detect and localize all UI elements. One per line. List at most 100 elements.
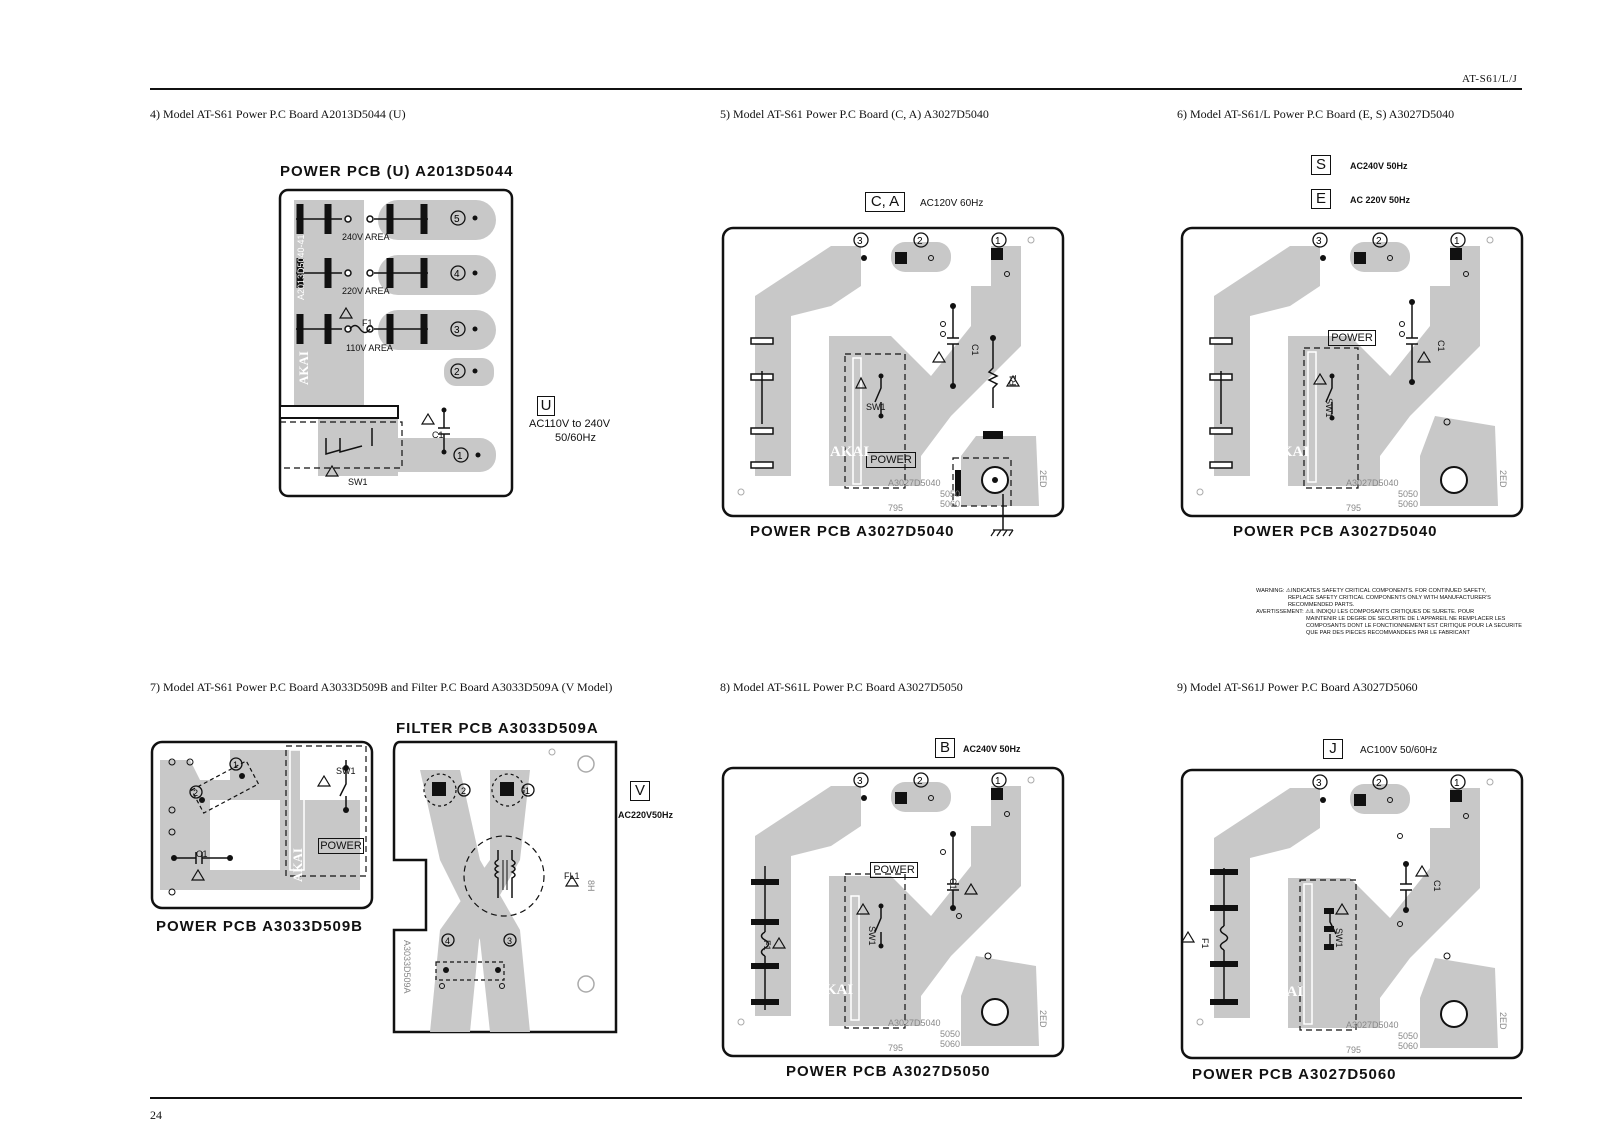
board7-switch-area (285, 745, 367, 877)
board7-filter-diagram: 2 1 4 3 (392, 740, 618, 1034)
board8-model-code-box: B (935, 738, 955, 758)
board5-resistor (987, 338, 999, 408)
board7-filter-label: FL1 (564, 871, 580, 881)
board6-pad-2 (1350, 242, 1410, 272)
board5-diagram: 3 2 1 (721, 226, 1065, 537)
board8-side-code: 2ED (1038, 1010, 1048, 1028)
board6-spec-e: AC 220V 50Hz (1350, 195, 1411, 205)
board8-fuse-label: F1 (762, 940, 772, 951)
board8-power-label: POWER (870, 862, 918, 878)
board5-caution-r1-icon (1005, 374, 1021, 387)
board7-filter-pin-2: 2 (461, 786, 466, 796)
caption-7: 7) Model AT-S61 Power P.C Board A3033D50… (150, 680, 613, 694)
board7-switch-label: SW1 (336, 766, 356, 776)
board9-title: POWER PCB A3027D5060 (1192, 1066, 1397, 1083)
board8-fuse (760, 931, 770, 957)
board7-caution-c1-icon (190, 868, 206, 881)
board4-pin-1: 1 (457, 451, 463, 462)
board4-area-110: 110V AREA (346, 343, 393, 353)
board5-ground-area (952, 457, 1012, 507)
board8-caution-c1-icon (963, 882, 979, 895)
board4-switch (325, 428, 373, 455)
board6-ground-terminal (1440, 466, 1468, 494)
board8-diagram: 3 2 1 (721, 766, 1065, 1058)
board7-filter-coil (494, 850, 516, 898)
board5-spec: AC120V 60Hz (920, 198, 984, 209)
board5-caution-sw-icon (855, 376, 867, 389)
board6-switch-area (1303, 347, 1359, 489)
warning-line-3: RECOMMENDED PARTS. (1288, 602, 1355, 608)
board7-brand: AKAI (290, 848, 305, 882)
board7-power-trace (160, 750, 360, 890)
board9-silk-line3: 5060 (1398, 1041, 1419, 1051)
board5-switch-area (844, 353, 906, 489)
board9-model-code-box: J (1323, 739, 1343, 759)
board5-cap-label: C1 (970, 344, 980, 356)
board5-ground-symbol (990, 529, 1014, 537)
board9-diagram: 3 2 1 (1180, 768, 1524, 1060)
board6-side-code: 2ED (1498, 470, 1508, 488)
board5-trace-mid (829, 246, 1021, 486)
board7-filter-code: 8H (586, 880, 596, 892)
board4-outline (278, 188, 514, 498)
board7-power-title: POWER PCB A3033D509B (156, 918, 364, 935)
board5-resistor-label: R1 (1008, 374, 1018, 386)
board4-caution-c1-icon (420, 412, 436, 425)
board9-pin-1: 1 (1454, 778, 1460, 789)
board9-pin-markers (1312, 774, 1466, 790)
board8-ground-terminal (981, 998, 1009, 1026)
board5-silk-line3: 5060 (940, 499, 961, 509)
board9-ground-terminal (1440, 1000, 1468, 1028)
board7-power-diagram: 1 2 (150, 740, 374, 910)
board9-silk-line1: A3027D5040 (1346, 1020, 1399, 1030)
board9-brand: AKAI (1264, 984, 1304, 1000)
board7-spec: AC220V50Hz (618, 810, 674, 820)
board4-silk-code: A2013D5040-41 (296, 234, 306, 300)
board5-pin-markers (853, 232, 1007, 248)
board6-switch-label: SW1 (1324, 398, 1334, 418)
board7-model-code-box: V (630, 781, 650, 801)
board6-code-s-box: S (1311, 155, 1331, 175)
board4-slot (279, 405, 399, 419)
warning-line-6: COMPOSANTS DONT LE FONCTIONNEMENT EST CR… (1306, 623, 1523, 629)
caption-5: 5) Model AT-S61 Power P.C Board (C, A) A… (720, 107, 989, 121)
warning-line-4: AVERTISSEMENT: ⚠IL INDIQU LES COMPOSANTS… (1256, 609, 1475, 615)
bottom-rule (150, 1097, 1522, 1099)
board5-pin-1: 1 (995, 236, 1001, 247)
board4-area-240: 240V AREA (342, 232, 390, 242)
board8-spec: AC240V 50Hz (963, 744, 1021, 754)
board6-power-label: POWER (1328, 330, 1376, 346)
board4-model-code-box: U (537, 396, 555, 416)
board6-silk-line2: 5050 (1398, 489, 1419, 499)
board9-trace-mid (1288, 788, 1480, 1028)
board9-fuse (1219, 925, 1229, 951)
board9-switch-area (1299, 879, 1357, 1031)
board6-caution-sw-icon (1312, 372, 1328, 385)
board6-silk-line1: A3027D5040 (1346, 478, 1399, 488)
board4-area-220: 220V AREA (342, 286, 390, 296)
board6-brand: AKAI (1270, 444, 1310, 460)
board8-brand: AKAI (814, 982, 854, 998)
board6-trace-left (1214, 246, 1320, 476)
board8-pin-3: 3 (857, 776, 863, 787)
board7-caution-fl1-icon (564, 874, 580, 887)
board5-title: POWER PCB A3027D5040 (750, 523, 955, 540)
board6-pin-2: 2 (1376, 236, 1382, 247)
board4-pin-markers (450, 210, 469, 463)
board9-spec: AC100V 50/60Hz (1360, 745, 1438, 756)
board5-pad-2 (891, 242, 951, 272)
board8-trace-mid (829, 786, 1021, 1026)
board8-caution-f1-icon (771, 936, 787, 949)
caption-4: 4) Model AT-S61 Power P.C Board A2013D50… (150, 107, 406, 121)
board6-silk-line3: 5060 (1398, 499, 1419, 509)
board9-cap-label: C1 (1432, 880, 1442, 892)
board9-caution-sw-icon (1334, 902, 1350, 915)
board4-caution-f1-icon (338, 306, 354, 319)
board4-cap-label: C1 (432, 430, 444, 440)
warning-line-5: MAINTENIR LE DEGRE DE SECURITE DE L'APPA… (1306, 616, 1506, 622)
board7-power-outline (150, 740, 374, 910)
board9-caution-c1-icon (1414, 864, 1430, 877)
board9-caution-f1-icon (1180, 930, 1196, 943)
board5-caution-c1-icon (931, 350, 947, 363)
board6-switch (1325, 376, 1333, 414)
